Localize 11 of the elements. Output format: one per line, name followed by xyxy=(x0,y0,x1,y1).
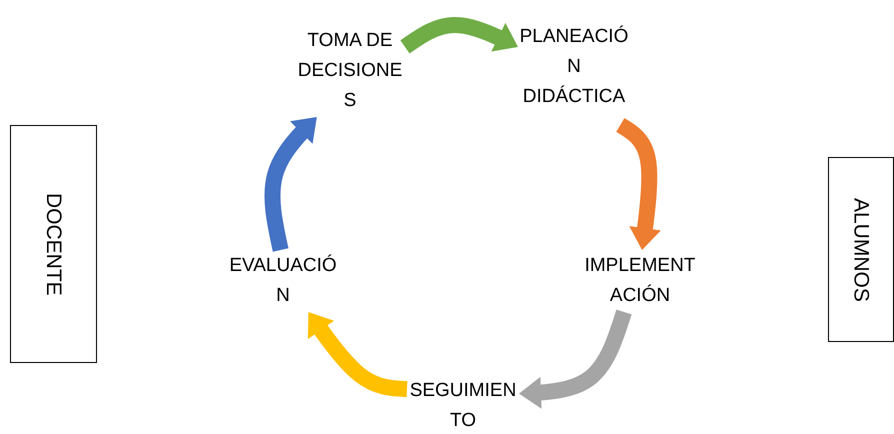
label-box xyxy=(828,157,894,342)
role-label: DOCENTE xyxy=(43,192,64,296)
stage-label: IMPLEMENTACIÓN xyxy=(584,254,696,308)
stage-label: EVALUACIÓN xyxy=(228,254,338,308)
stage-label: PLANEACIÓN DIDÁCTICA xyxy=(518,24,630,108)
stage-label: SEGUIMIENTO xyxy=(408,379,518,433)
curved-arrow xyxy=(518,310,632,409)
curved-arrow xyxy=(616,118,661,252)
label-box xyxy=(10,125,97,363)
role-label: ALUMNOS xyxy=(850,198,872,302)
stage-label: TOMA DE DECISIONES xyxy=(296,29,404,113)
